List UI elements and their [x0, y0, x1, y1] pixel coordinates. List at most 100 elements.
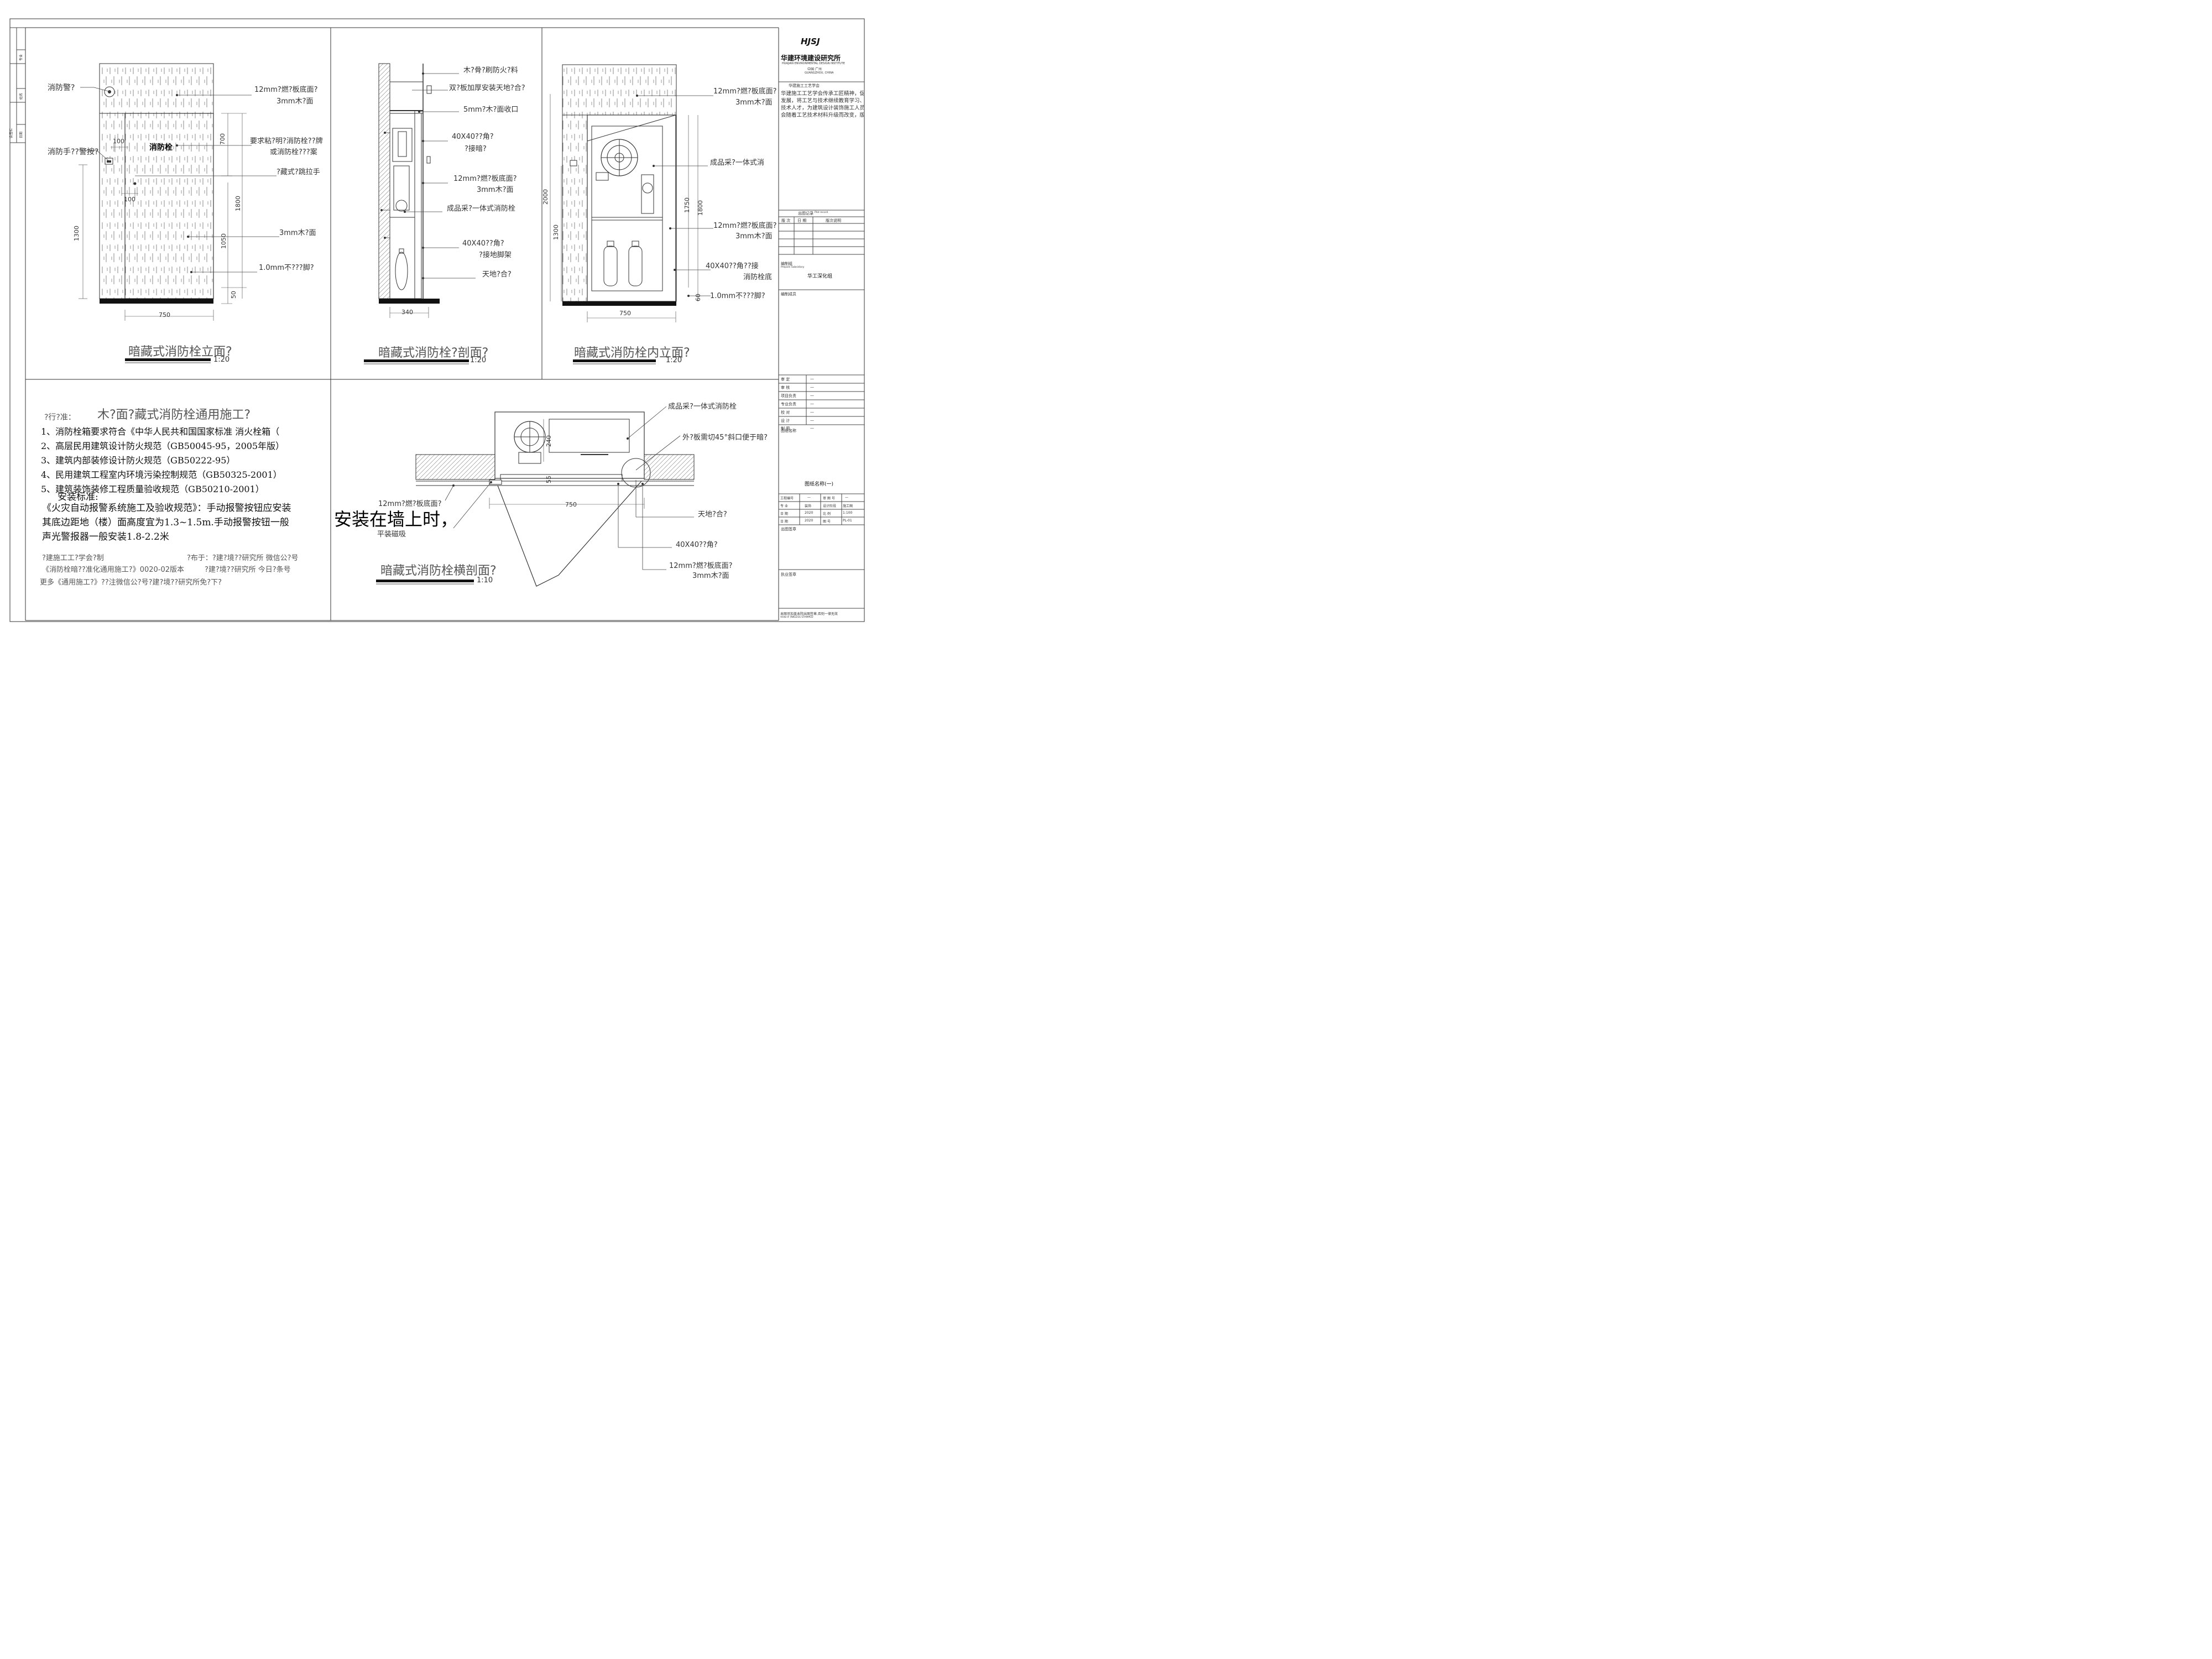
v2-label-f: 成品采?一体式消防栓	[447, 205, 515, 213]
view2-scale: 1:20	[470, 356, 487, 364]
label-r2b: 或消防栓???案	[270, 148, 317, 156]
view4-title: 暗藏式消防栓横剖面?	[380, 564, 497, 578]
credit-1: ?建施工工?学会?制	[42, 554, 104, 562]
dim-2000: 2000	[542, 189, 549, 205]
install-lines: 《火灾自动报警系统施工及验收规范》：手动报警按钮应安装 其底边距地（楼）面高度宜…	[42, 501, 331, 544]
outer-border	[9, 18, 865, 622]
label-hand-alarm: 消防手??警按?	[48, 148, 99, 156]
standard-item: 1、消防栓箱要求符合《中华人民共和国国家标准 消火栓箱（	[41, 426, 280, 437]
record-col-date: 日 期	[797, 218, 807, 223]
sign-label: 制 图	[781, 426, 790, 431]
info-cell: —	[845, 495, 848, 499]
dim-100a: 100	[113, 138, 124, 145]
v3-label-c1: 12mm?燃?板底面?	[713, 222, 777, 230]
view4-scale: 1:10	[477, 576, 493, 585]
view1-scale: 1:20	[213, 356, 230, 364]
footer-note: 本图须加盖本院出图签章,否则一律无效	[780, 612, 838, 616]
record-title: 出图记录	[798, 211, 813, 216]
dim-1300-b: 1300	[552, 225, 560, 240]
info-cell: 2020	[805, 511, 813, 515]
notes-heading: 木?面?藏式消防栓通用施工?	[97, 408, 251, 422]
info-cell: 装饰	[805, 504, 812, 508]
v2-label-g1: 40X40??角?	[462, 239, 504, 248]
v4-label-a: 成品采?一体式消防栓	[668, 403, 737, 411]
dim-55: 55	[545, 476, 552, 483]
alarm-button-icon-2	[570, 160, 577, 166]
dim-340: 340	[401, 309, 413, 316]
members-label: 编制成员	[781, 292, 796, 296]
v2-label-e1: 12mm?燃?板底面?	[453, 175, 517, 183]
install-title: 安装标准:	[58, 492, 98, 503]
extinguisher-icon	[395, 252, 408, 290]
editor-label: 编制组	[781, 262, 792, 266]
info-cell: 审 图 号	[823, 497, 835, 500]
v2-label-a: 木?骨?刷防火?料	[463, 66, 518, 75]
dim-1050: 1050	[220, 233, 227, 249]
info-cell: 日 期	[780, 512, 788, 516]
record-col-desc: 版次说明	[826, 218, 841, 223]
label-r5: 1.0mm不???脚?	[259, 264, 314, 272]
install-line: 《火灾自动报警系统施工及验收规范》：手动报警按钮应安装	[42, 503, 291, 514]
intro-line: 华建施工工艺学会传承工匠精神，促	[781, 91, 864, 97]
drawing-sheet: 会签栏 专业 姓名 日期	[9, 18, 865, 622]
sign-label: 审 核	[781, 385, 790, 390]
v2-label-g2: ?接地脚架	[479, 251, 512, 259]
company-logo: HJSJ	[801, 36, 820, 46]
dim-50: 50	[230, 291, 237, 299]
skirting	[100, 299, 213, 304]
label-hydrant: 消防栓	[149, 143, 173, 152]
info-cell: 2020	[805, 519, 813, 523]
dim-100b: 100	[124, 196, 135, 203]
view2-title: 暗藏式消防栓?剖面?	[378, 346, 489, 360]
dim-240: 240	[545, 435, 552, 447]
label-r4: 3mm木?面	[279, 229, 316, 237]
credit-1b: ?布于：?建?境??研究所 微信公?号	[187, 554, 299, 562]
v3-label-d2: 消防栓底	[743, 273, 773, 281]
sign-label: 校 对	[781, 410, 790, 415]
v2-label-d2: ?接暗?	[465, 145, 487, 153]
door-swing	[497, 481, 642, 587]
sign-label: 审 定	[781, 377, 790, 382]
view3-scale: 1:20	[666, 356, 682, 364]
view3-title: 暗藏式消防栓内立面?	[574, 346, 690, 360]
credit-2b: ?建?境??研究所 今日?条号	[205, 566, 291, 574]
editor-value: 华工深化组	[807, 274, 833, 279]
info-cell: 工程编号	[780, 497, 794, 500]
sign-label: 项目负责	[781, 394, 796, 398]
v4-label-g2: 3mm木?面	[692, 572, 729, 580]
standard-item: 2、高层民用建筑设计防火规范（GB50045-95，2005年版）	[41, 441, 285, 451]
install-line: 其底边距地（楼）面高度宜为1.3~1.5m.手动报警按钮一般	[42, 517, 289, 528]
intro-line: 技术人才，为建筑设计装饰施工人员	[781, 105, 864, 111]
v3-label-a2: 3mm木?面	[735, 98, 773, 107]
sign-value: —	[810, 401, 814, 406]
v2-label-e2: 3mm木?面	[477, 186, 514, 194]
label-r2a: 要求粘?明?消防栓??牌	[250, 137, 323, 145]
countersign-strip: 会签栏 专业 姓名 日期	[9, 27, 25, 143]
dim-1750: 1750	[684, 197, 691, 213]
extinguisher-1-icon	[603, 246, 618, 286]
title-block-lines	[779, 81, 864, 609]
drawing-name: 图纸名称(一)	[805, 482, 834, 487]
install-overlay: 安装在墙上时，	[334, 509, 458, 530]
info-cell: 日 期	[780, 520, 788, 524]
view1-elevation	[79, 63, 279, 363]
v4-label-g1: 12mm?燃?板底面?	[669, 562, 733, 570]
seal-label: 出图签章	[781, 527, 796, 531]
sign-value: —	[810, 393, 814, 398]
intro-text: 华建施工工艺学会传承工匠精神，促 发展，将工艺与技术继续教育学习、 技术人才，为…	[781, 90, 864, 119]
label-r1b: 3mm木?面	[276, 97, 314, 106]
record-col-version: 版 次	[781, 218, 791, 223]
standards-list: 1、消防栓箱要求符合《中华人民共和国国家标准 消火栓箱（ 2、高层民用建筑设计防…	[41, 425, 331, 497]
view2-section	[364, 63, 476, 364]
info-cell: PL-01	[843, 519, 852, 523]
v2-label-h: 天地?合?	[482, 270, 512, 279]
info-cell: 图 号	[823, 520, 831, 524]
v4-label-f: 40X40??角?	[676, 541, 718, 549]
v4-label-d: 平装磁吸	[377, 530, 406, 539]
v4-label-c: 12mm?燃?板底面?	[378, 500, 442, 508]
pull-handle-icon	[133, 182, 137, 185]
info-cell: 施工图	[843, 504, 853, 508]
credit-3: 更多《通用施工?》??注微信公?号?建?境??研究所免?下?	[40, 578, 222, 587]
drawing-name-label: 图纸名称	[781, 429, 796, 433]
margin-date: 日期	[19, 132, 23, 138]
